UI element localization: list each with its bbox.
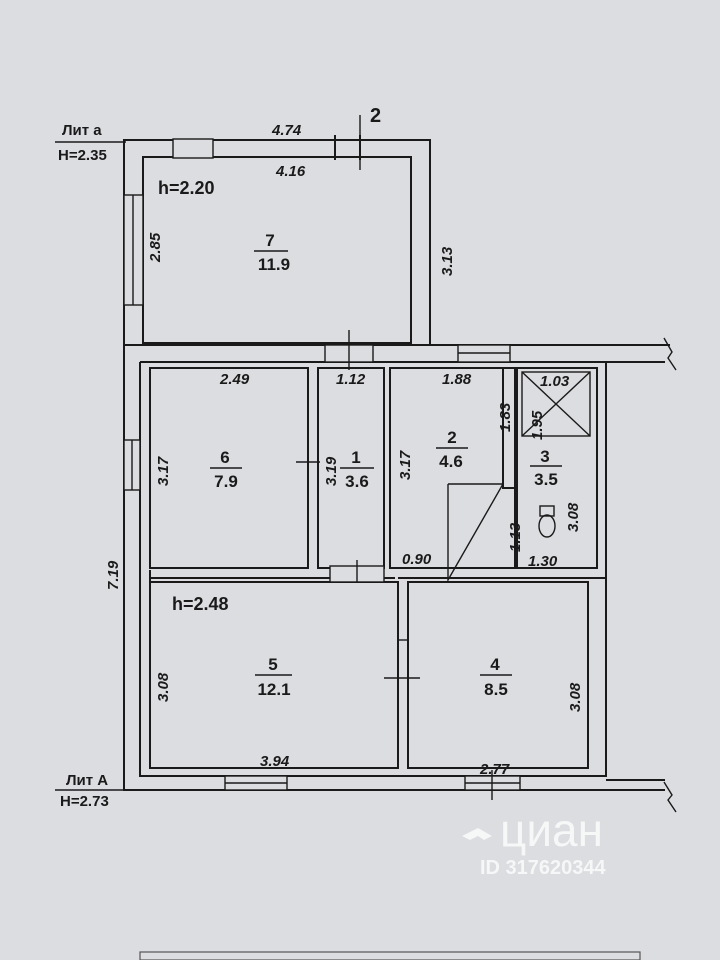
dim-room-3-width: 1.30 [528, 553, 558, 570]
room-1-area: 3.6 [345, 472, 369, 491]
room-3-area: 3.5 [534, 470, 558, 489]
dim-room-6-width: 2.49 [219, 371, 250, 388]
dim-room-2-width: 1.88 [442, 371, 472, 388]
dim-room-3-height: 3.08 [565, 502, 582, 532]
dim-room-3-lower: 1.13 [507, 522, 524, 552]
dim-room-1-height: 3.19 [323, 456, 340, 486]
room-3-number: 3 [540, 447, 549, 466]
watermark-brand: циан [500, 804, 603, 856]
next-sheet-edge [139, 951, 641, 960]
room-4-number: 4 [490, 655, 500, 674]
dim-room-5-height: 3.08 [155, 672, 172, 702]
section-marker-2: 2 [370, 105, 381, 127]
annex-walls [123, 135, 431, 346]
dim-annex-outer-height: 3.13 [439, 246, 456, 276]
dim-room-2-partition: 1.83 [497, 402, 514, 432]
room-5-area: 12.1 [257, 680, 290, 699]
toilet-icon [538, 505, 556, 538]
watermark-id: ID 317620344 [480, 857, 607, 879]
lit-A-name: Лит А [66, 772, 108, 789]
dim-stair-width: 0.90 [402, 551, 432, 568]
room-1-number: 1 [351, 448, 360, 467]
dim-shower-width: 1.03 [540, 373, 570, 390]
room-2-number: 2 [447, 428, 456, 447]
ceiling-height-main: h=2.48 [172, 594, 229, 614]
main-walls [123, 330, 677, 813]
room-2-area: 4.6 [439, 452, 463, 471]
lit-A-height: H=2.73 [60, 793, 109, 810]
dim-annex-inner-width: 4.16 [275, 163, 306, 180]
dim-shower-height: 1.95 [529, 410, 546, 440]
dim-room-6-height: 3.17 [155, 456, 172, 486]
lit-a-name: Лит а [62, 122, 102, 139]
cian-watermark: циан ID 317620344 [462, 804, 607, 879]
dim-annex-inner-height: 2.85 [147, 232, 164, 263]
dim-room-1-width: 1.12 [336, 371, 366, 388]
dim-room-4-height: 3.08 [567, 682, 584, 712]
lit-a-height: H=2.35 [58, 147, 107, 164]
room-7-number: 7 [265, 231, 274, 250]
room-6-number: 6 [220, 448, 229, 467]
shower-tray-icon [521, 371, 591, 437]
room-7-area: 11.9 [258, 255, 290, 274]
room-6-area: 7.9 [214, 472, 238, 491]
dim-annex-outer-width: 4.74 [271, 122, 302, 139]
dim-room-5-width: 3.94 [260, 753, 290, 770]
room-4-area: 8.5 [484, 680, 508, 699]
dim-room-2-height: 3.17 [397, 450, 414, 480]
dim-room-4-width: 2.77 [479, 761, 510, 778]
room-5-number: 5 [268, 655, 277, 674]
ceiling-height-annex: h=2.20 [158, 178, 215, 198]
dim-main-height: 7.19 [105, 560, 122, 590]
